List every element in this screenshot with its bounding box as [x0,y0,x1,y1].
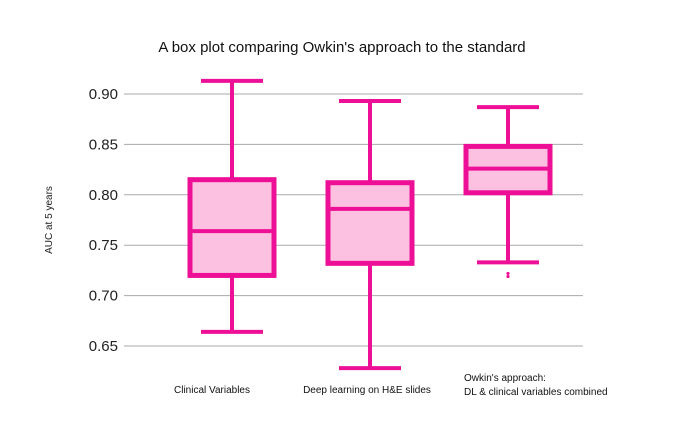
x-category-label: DL & clinical variables combined [464,387,608,398]
y-tick-label: 0.65 [89,338,118,355]
x-category-label: Clinical Variables [174,385,250,396]
y-tick-label: 0.85 [89,136,118,153]
box-group [325,99,415,371]
x-category-label: Owkin's approach: [464,373,546,384]
y-tick-label: 0.70 [89,288,118,305]
iqr-box [187,177,277,278]
y-tick-label: 0.75 [89,237,118,254]
box-group [187,78,277,334]
iqr-box [325,180,415,266]
y-axis-label: AUC at 5 years [44,186,55,254]
chart-title: A box plot comparing Owkin's approach to… [158,39,525,56]
outlier-point [506,274,510,279]
box-group [463,105,553,279]
x-axis-labels: Clinical Variables Deep learning on H&E s… [174,373,608,398]
y-axis-ticks: 0.65 0.70 0.75 0.80 0.85 0.90 [89,86,118,355]
outlier-point [506,271,510,276]
y-tick-label: 0.90 [89,86,118,103]
y-tick-label: 0.80 [89,187,118,204]
boxes [187,78,553,371]
x-category-label: Deep learning on H&E slides [303,385,431,396]
